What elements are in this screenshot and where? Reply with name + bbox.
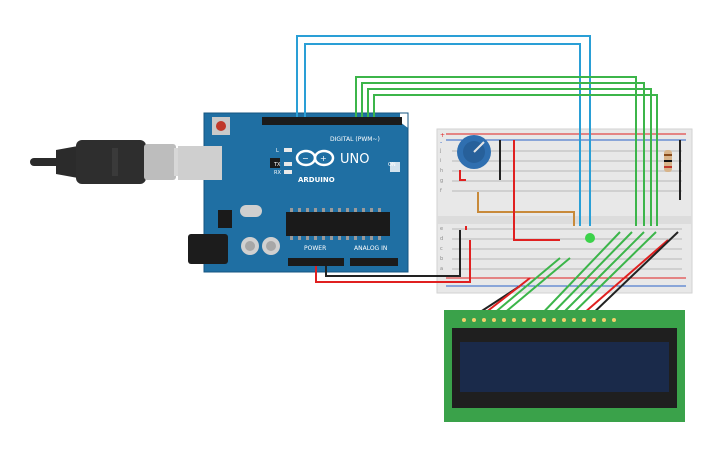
lcd-wires (467, 231, 679, 321)
board-brand: ARDUINO (298, 176, 335, 184)
svg-text:i: i (440, 158, 441, 164)
digital-header-label: DIGITAL (PWM~) (330, 136, 380, 143)
svg-text:d: d (440, 236, 443, 242)
power-header (288, 258, 344, 266)
svg-text:h: h (440, 168, 443, 174)
crystal (240, 205, 262, 217)
blue-wires (296, 35, 591, 226)
svg-text:e: e (440, 226, 443, 232)
l-led-label: L (276, 148, 279, 154)
orange-wire (477, 192, 575, 226)
board-model: UNO (340, 152, 369, 167)
rx-led-label: RX (274, 170, 281, 176)
arduino-board: − + UNO ARDUINO DIGITAL (PWM~) POWER ANA… (178, 112, 409, 273)
power-header-label: POWER (304, 245, 326, 252)
on-led-label: ON (388, 162, 396, 168)
usb-cable-icon (30, 140, 208, 184)
tx-led-label: TX (273, 162, 281, 168)
analog-header (350, 258, 398, 266)
resistor-icon (664, 150, 672, 172)
digital-header (262, 117, 402, 125)
svg-text:g: g (440, 178, 443, 184)
analog-header-label: ANALOG IN (354, 245, 387, 252)
svg-text:c: c (440, 246, 443, 252)
microcontroller-chip (286, 212, 390, 236)
svg-text:b: b (440, 256, 443, 262)
usb-port (178, 146, 222, 180)
potentiometer-icon[interactable] (457, 135, 491, 169)
power-wires (315, 140, 681, 283)
svg-text:f: f (440, 188, 442, 194)
svg-text:−: − (302, 154, 309, 163)
lcd-screen (460, 342, 669, 392)
rail-minus-label: - (440, 139, 442, 146)
rail-plus-label: + (440, 132, 445, 139)
svg-text:a: a (440, 266, 443, 272)
power-jack (188, 234, 228, 264)
green-wires (355, 76, 658, 226)
arduino-logo: − + (295, 149, 335, 167)
svg-text:j: j (439, 148, 441, 154)
svg-text:+: + (320, 154, 327, 163)
lcd-module (444, 310, 685, 422)
